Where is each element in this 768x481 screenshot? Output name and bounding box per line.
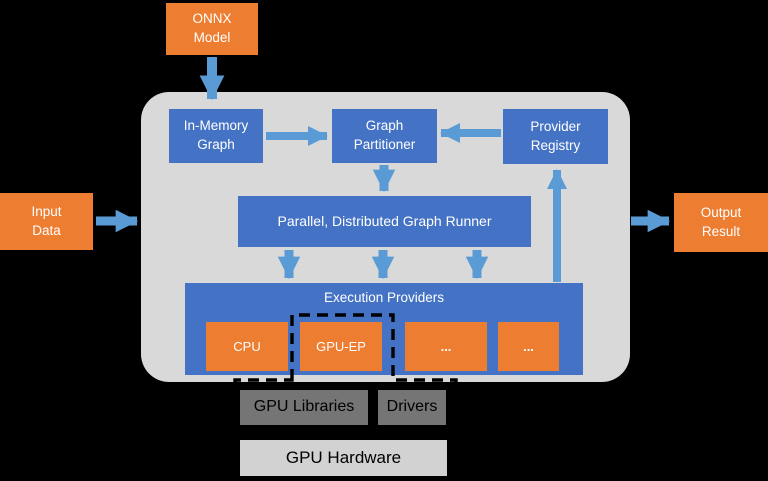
drivers-label: Drivers (386, 398, 438, 416)
onnx-model-box: ONNX Model (166, 3, 258, 55)
input-data-label: Input (31, 203, 62, 219)
graph-partitioner-box: Graph Partitioner (332, 109, 437, 163)
gpu-hardware-label: GPU Hardware (285, 448, 402, 468)
cpu-provider-box: CPU (206, 322, 288, 371)
gpu-ep-provider-box: GPU-EP (300, 322, 382, 371)
gpu-libraries-label: GPU Libraries (253, 398, 355, 416)
input-data-box: Input Data (0, 193, 93, 250)
provider-registry-box: Provider Registry (503, 109, 608, 164)
gpu-hardware-box: GPU Hardware (240, 440, 447, 476)
cpu-provider-label: CPU (233, 338, 261, 354)
other-provider-box-2: ... (498, 322, 559, 371)
graph-runner-label: Parallel, Distributed Graph Runner (277, 212, 492, 229)
drivers-box: Drivers (378, 390, 446, 425)
execution-providers-label: Execution Providers (323, 290, 445, 305)
gpu-ep-provider-label: GPU-EP (316, 338, 366, 354)
provider-registry-label: Provider (530, 118, 581, 134)
gpu-libraries-box: GPU Libraries (240, 390, 368, 425)
output-result-label: Output (700, 204, 742, 220)
other-provider-label-1: ... (440, 338, 452, 354)
output-result-box: Output Result (674, 193, 768, 252)
in-memory-graph-box: In-Memory Graph (169, 109, 263, 163)
in-memory-graph-label: In-Memory (183, 118, 249, 134)
graph-runner-box: Parallel, Distributed Graph Runner (238, 196, 531, 247)
other-provider-box-1: ... (405, 322, 487, 371)
other-provider-label-2: ... (523, 338, 534, 354)
graph-partitioner-label: Graph (365, 118, 404, 134)
onnx-model-label: ONNX (192, 11, 232, 27)
